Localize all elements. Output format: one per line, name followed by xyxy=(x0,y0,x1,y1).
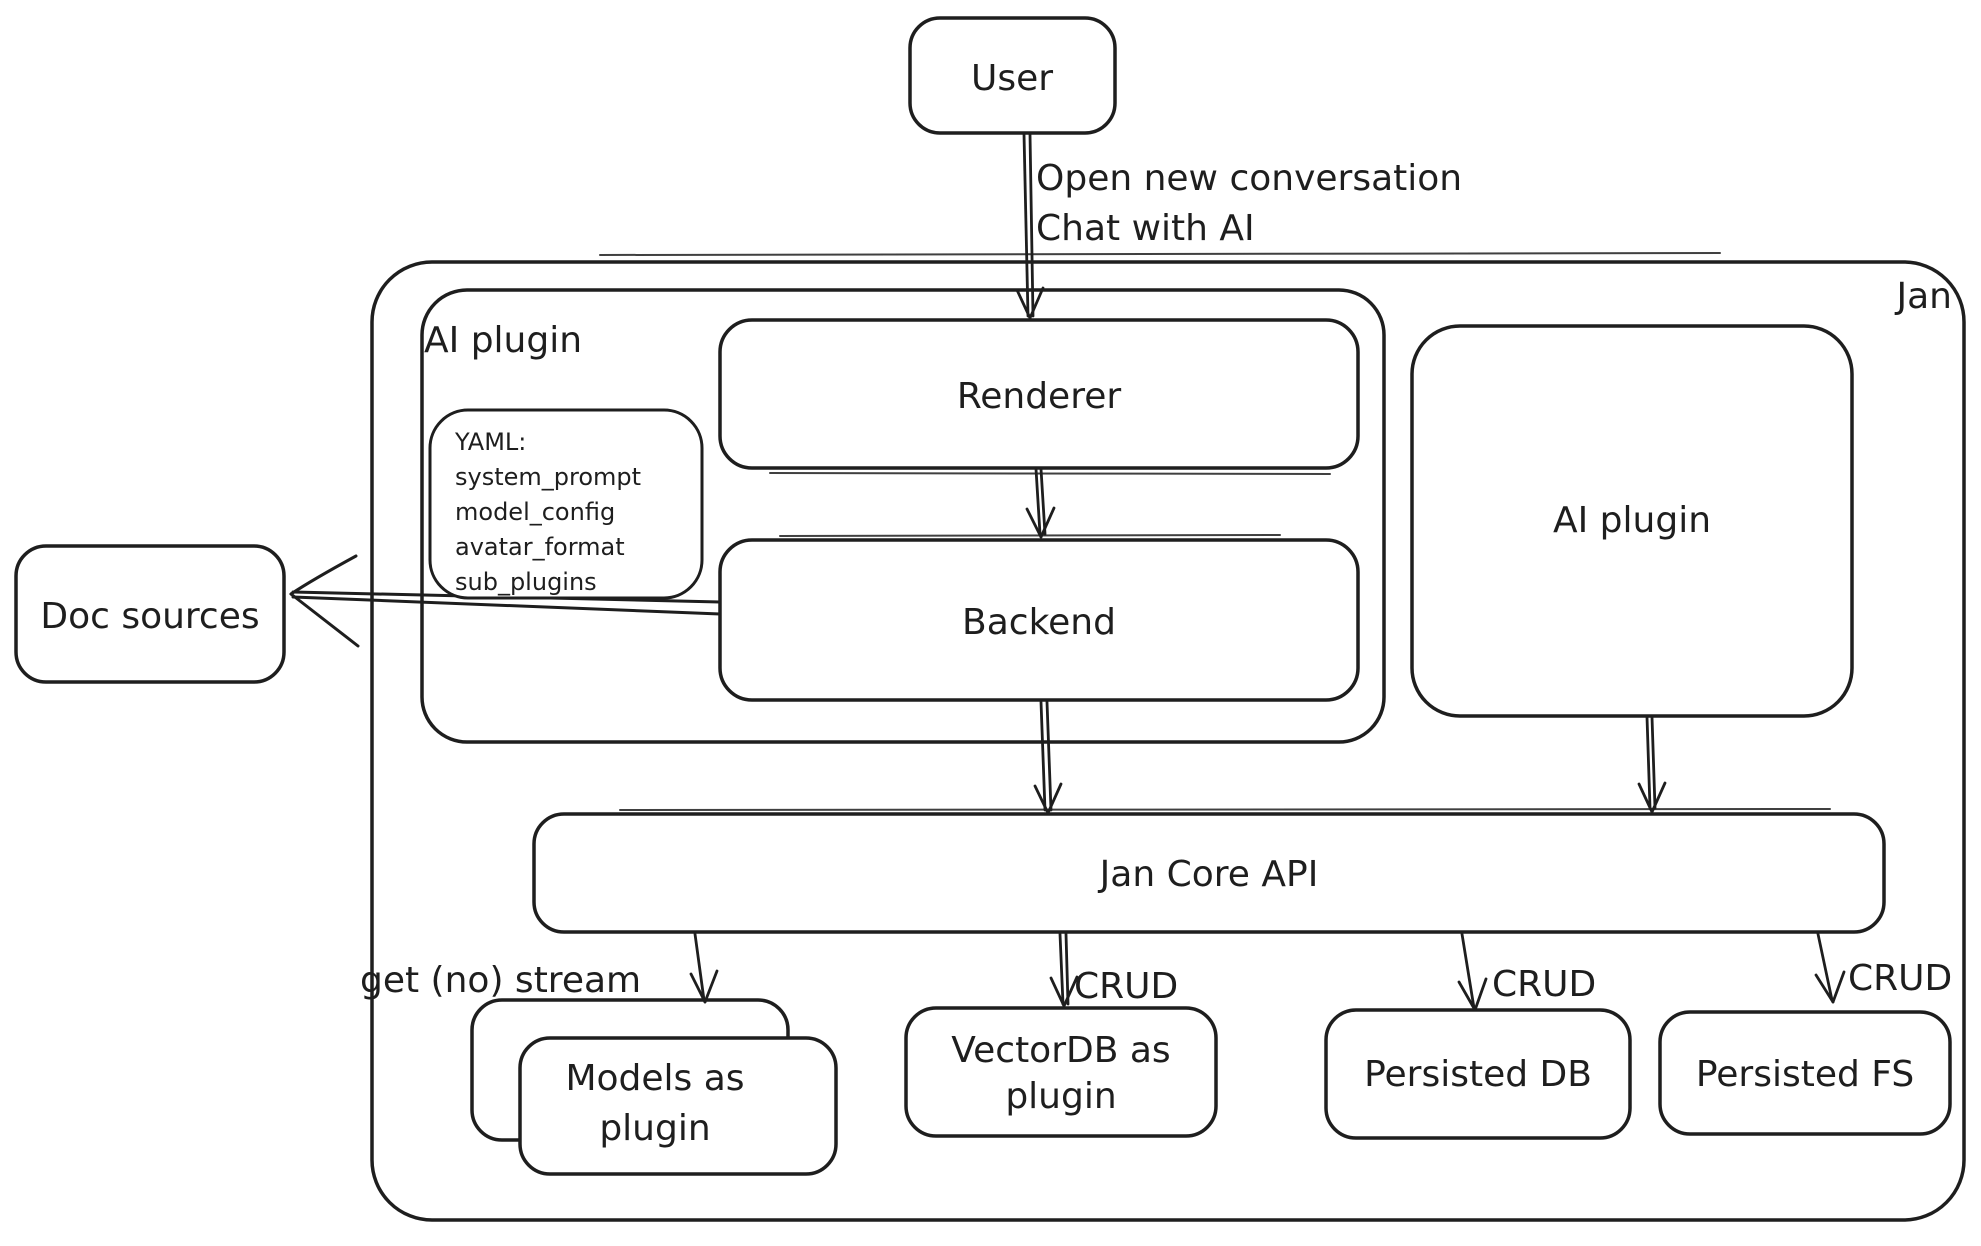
edge-label-crud-persisted-fs: CRUD xyxy=(1848,958,1952,999)
arrow-api-to-persisted-db xyxy=(1457,932,1488,1012)
user-box xyxy=(908,16,1117,135)
models-as-plugin-label-line-1: plugin xyxy=(599,1108,710,1149)
yaml-note-line-system-prompt: system_prompt xyxy=(455,463,641,491)
edge-label-open-new-conversation: Open new conversation xyxy=(1036,158,1462,199)
arrow-shaft xyxy=(291,595,722,616)
arrow-backend-to-jan-core-api xyxy=(1033,700,1063,815)
arrow-shaft xyxy=(1028,132,1035,318)
persisted-db-label: Persisted DB xyxy=(1364,1054,1592,1095)
jan-core-api-box xyxy=(532,812,1886,934)
arrow-shaft xyxy=(1022,132,1030,318)
ai-plugin-right-box xyxy=(1410,324,1854,718)
arrow-shaft xyxy=(1064,932,1070,1006)
edge-label-chat-with-ai: Chat with AI xyxy=(1036,208,1255,249)
vectordb-label-line-0: VectorDB as xyxy=(951,1030,1170,1071)
arrow-shaft xyxy=(1039,700,1047,812)
persisted-fs-label: Persisted FS xyxy=(1696,1054,1914,1095)
edge-label-get-no-stream: get (no) stream xyxy=(360,960,641,1001)
arrow-head xyxy=(703,969,719,1004)
arrow-shaft xyxy=(1816,932,1834,1002)
arrow-shaft xyxy=(1039,467,1047,536)
backend-box xyxy=(718,538,1360,702)
persisted-fs-box xyxy=(1658,1010,1952,1136)
arrow-head xyxy=(1831,970,1846,1004)
arrow-head xyxy=(1457,980,1477,1012)
arrow-api-to-models xyxy=(689,932,719,1004)
yaml-note-line-avatar-format: avatar_format xyxy=(455,533,625,561)
doc-sources-label: Doc sources xyxy=(40,596,259,637)
ai-plugin-container-label: AI plugin xyxy=(424,320,582,361)
doc-sources-box xyxy=(14,544,286,684)
arrow-head xyxy=(289,592,360,648)
arrow-head xyxy=(689,972,707,1004)
arrow-shaft xyxy=(1645,715,1652,810)
arrow-head xyxy=(1025,507,1043,539)
arrow-head xyxy=(1046,782,1063,815)
arrow-head xyxy=(1039,506,1056,539)
backend-label: Backend xyxy=(962,602,1116,643)
persisted-db-box xyxy=(1324,1008,1632,1140)
arrow-user-to-renderer xyxy=(1015,132,1045,320)
arrow-shaft xyxy=(1460,932,1476,1010)
arrow-shaft xyxy=(1650,715,1657,810)
arrow-head xyxy=(289,554,358,596)
models-as-plugin-label-line-0: Models as xyxy=(565,1058,744,1099)
arrow-head xyxy=(1049,976,1066,1008)
sketch-stroke-renderer-bottom xyxy=(769,472,1331,475)
arrow-head xyxy=(1637,782,1654,814)
arrow-head xyxy=(1814,973,1835,1004)
edge-label-crud-persisted-db: CRUD xyxy=(1492,964,1596,1005)
arrow-api-to-persisted-fs xyxy=(1814,932,1846,1004)
models-as-plugin-front-box xyxy=(518,1036,838,1176)
arrow-renderer-to-backend xyxy=(1025,467,1056,539)
arrow-api-to-vectordb xyxy=(1049,932,1079,1008)
ai-plugin-right-label: AI plugin xyxy=(1553,500,1711,541)
arrow-shaft xyxy=(1045,700,1053,812)
diagram-ink: User Open new conversation Chat with AI … xyxy=(14,16,1966,1222)
arrow-head xyxy=(1015,288,1032,320)
arrow-ai-plugin-right-to-jan-core-api xyxy=(1637,715,1667,814)
yaml-note-line-sub-plugins: sub_plugins xyxy=(455,568,597,596)
user-label: User xyxy=(971,58,1053,99)
arrow-shaft xyxy=(1058,932,1065,1006)
arrow-shaft xyxy=(1034,467,1042,536)
arrow-head xyxy=(1062,975,1079,1008)
yaml-note-box xyxy=(428,408,704,600)
arrow-head xyxy=(1473,977,1488,1012)
vectordb-box xyxy=(904,1006,1218,1138)
arrow-shaft xyxy=(693,932,706,1002)
renderer-label: Renderer xyxy=(957,376,1122,417)
vectordb-label-line-1: plugin xyxy=(1005,1076,1116,1117)
yaml-note-line-model-config: model_config xyxy=(455,498,615,526)
yaml-note-line-title: YAML: xyxy=(454,428,526,456)
arrow-head xyxy=(1650,781,1667,814)
jan-container-label: Jan xyxy=(1895,276,1953,317)
arrow-head xyxy=(1033,784,1050,815)
renderer-box xyxy=(718,318,1360,470)
sketch-stroke-backend-top xyxy=(779,534,1281,537)
jan-core-api-label: Jan Core API xyxy=(1098,854,1319,895)
sketch-stroke-api-top xyxy=(619,808,1831,811)
arrow-head xyxy=(1028,286,1045,320)
diagram-labels: User Open new conversation Chat with AI … xyxy=(40,58,1952,1149)
edge-label-crud-vectordb: CRUD xyxy=(1074,966,1178,1007)
sketch-stroke-jan-top xyxy=(599,252,1721,256)
